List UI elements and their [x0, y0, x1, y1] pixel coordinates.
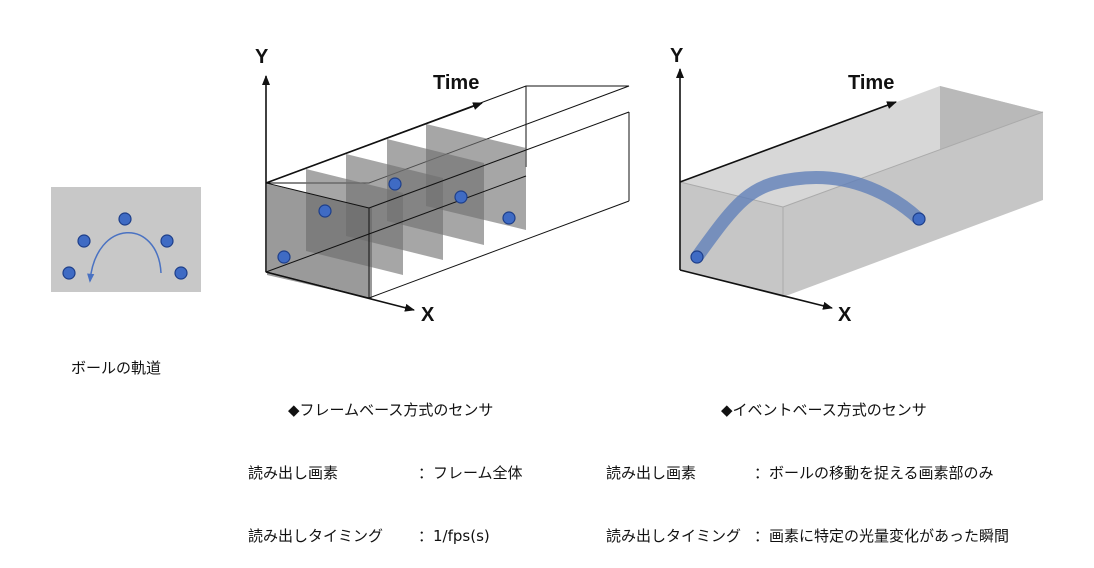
frame-slices [267, 124, 526, 299]
event-x-label: X [838, 304, 852, 326]
event-time-axis [679, 101, 897, 183]
frame-caption-row: 読み出し画素 ：フレーム全体 [248, 463, 523, 484]
row-value: ：1/fps(s) [418, 527, 490, 545]
frame-balls [277, 177, 516, 264]
ball [690, 250, 704, 264]
ball [77, 234, 91, 248]
event-time-label: Time [848, 72, 894, 94]
ball-trajectory-panel [51, 187, 201, 292]
ball [62, 266, 76, 280]
ball [277, 250, 291, 264]
row-value: ：画素に特定の光量変化があった瞬間 [754, 527, 1010, 545]
event-volume-front [680, 112, 1043, 297]
event-caption-title: ◆イベントベース方式のセンサ [721, 401, 927, 419]
ball [912, 212, 926, 226]
ball [502, 211, 516, 225]
ball [388, 177, 402, 191]
frame-caption-row: 読み出しタイミング ：1/fps(s) [248, 526, 523, 547]
row-label: 読み出しタイミング [248, 527, 384, 545]
row-label: 読み出しタイミング [606, 527, 742, 545]
row-value: ：フレーム全体 [418, 464, 523, 482]
row-value: ：ボールの移動を捉える画素部のみ [754, 464, 994, 482]
event-axes [676, 68, 897, 310]
event-y-label: Y [670, 45, 684, 67]
trajectory-arc-arrow [87, 232, 162, 283]
event-caption-row: 読み出しタイミング ：画素に特定の光量変化があった瞬間 [606, 526, 1009, 547]
frame-x-label: X [421, 304, 435, 326]
event-caption-row: 読み出し画素 ：ボールの移動を捉える画素部のみ [606, 463, 1009, 484]
row-label: 読み出し画素 [248, 464, 339, 482]
row-label: 読み出し画素 [606, 464, 697, 482]
frame-y-label: Y [255, 46, 269, 68]
frame-based-diagram: Y X Time [255, 46, 630, 326]
event-caption: ◆イベントベース方式のセンサ 読み出し画素 ：ボールの移動を捉える画素部のみ 読み… [606, 358, 1009, 568]
event-based-diagram: Y X Time [670, 45, 1044, 326]
trajectory-caption: ボールの軌道 [71, 359, 162, 377]
ball [118, 212, 132, 226]
frame-caption: ◆フレームベース方式のセンサ 読み出し画素 ：フレーム全体 読み出しタイミング ：1… [248, 358, 523, 568]
frame-x-axis [265, 271, 415, 312]
frame-axes [262, 75, 483, 312]
ball [454, 190, 468, 204]
frame-time-label: Time [433, 72, 479, 94]
sensor-comparison-diagram: Y X Time Y X Time [51, 45, 1044, 326]
frame-time-axis [265, 102, 483, 184]
ball [318, 204, 332, 218]
frame-slice [267, 184, 372, 299]
frame-caption-title: ◆フレームベース方式のセンサ [288, 401, 494, 419]
event-trajectory-tube [690, 171, 926, 264]
ball [160, 234, 174, 248]
event-volume-edges [679, 111, 1044, 297]
ball [174, 266, 188, 280]
event-volume [680, 86, 1043, 297]
event-x-axis [679, 269, 833, 310]
